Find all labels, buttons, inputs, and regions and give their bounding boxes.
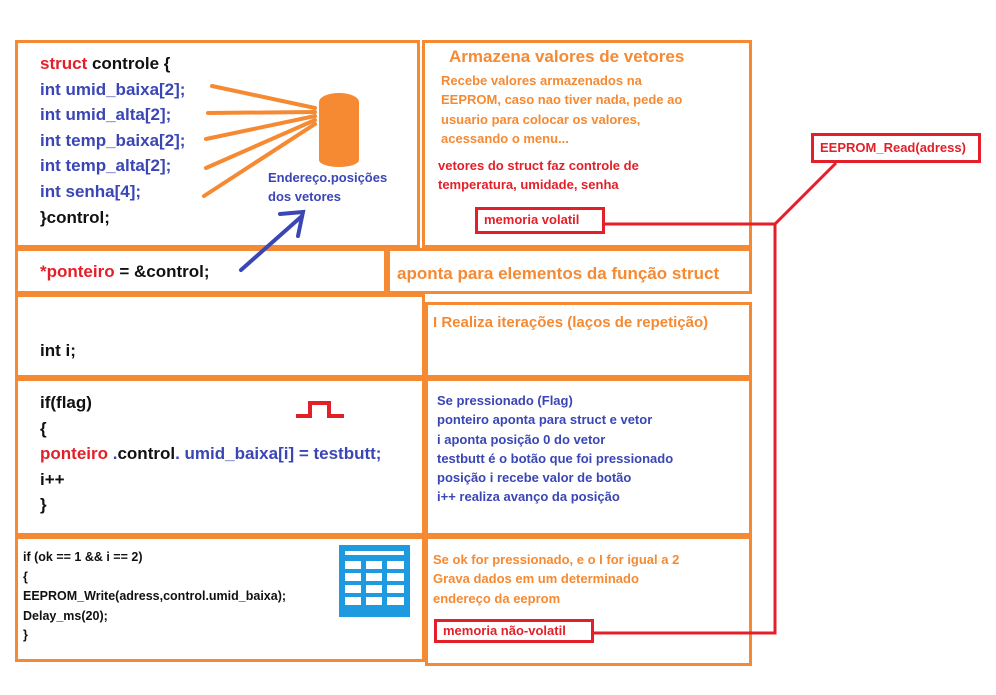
if-control: control	[117, 444, 176, 464]
ok-line: {	[23, 569, 28, 584]
ok-line: if (ok == 1 && i == 2)	[23, 550, 143, 564]
iter-note-box	[425, 302, 752, 378]
struct-line: int temp_baixa[2];	[40, 130, 186, 150]
pointer-code-box	[15, 248, 387, 294]
if-line: }	[40, 495, 47, 515]
struct-keyword: struct	[40, 54, 88, 73]
struct-to-database-lines	[202, 84, 317, 198]
struct-note-text-2: vetores do struct faz controle de temper…	[438, 156, 639, 195]
struct-line: int senha[4];	[40, 181, 142, 201]
flag-note-line: i aponta posição 0 do vetor	[437, 431, 606, 447]
if-line: {	[40, 418, 47, 438]
int-i-box	[15, 294, 425, 378]
struct-code-box	[15, 40, 420, 248]
database-label-line: dos vetores	[268, 189, 341, 205]
database-label-line: Endereço.posições	[268, 170, 388, 185]
if-code: if(flag) { ponteiro .control. umid_baixa…	[40, 390, 381, 518]
memory-connector-lines	[594, 161, 838, 635]
note-line: Recebe valores armazenados na	[441, 73, 642, 88]
struct-note-text: Recebe valores armazenados na EEPROM, ca…	[441, 71, 682, 148]
flag-note-line: i++ realiza avanço da posição	[437, 489, 620, 505]
struct-line: int umid_alta[2];	[40, 105, 172, 125]
ok-code: if (ok == 1 && i == 2) { EEPROM_Write(ad…	[23, 548, 286, 646]
eeprom-read-tag: EEPROM_Read(adress)	[811, 133, 981, 163]
struct-code: struct controle { int umid_baixa[2]; int…	[40, 51, 185, 230]
flag-note-line: Se pressionado (Flag)	[437, 393, 573, 408]
note-line: temperatura, umidade, senha	[438, 177, 619, 193]
if-line: i++	[40, 469, 65, 489]
pointer-note: aponta para elementos da função struct	[397, 264, 720, 283]
ok-notes: Se ok for pressionado, e o I for igual a…	[433, 550, 679, 608]
flag-note-box	[425, 378, 752, 536]
pointer-name: *ponteiro	[40, 262, 115, 281]
ok-note-line: Grava dados em um determinado	[433, 571, 639, 587]
struct-line: int umid_baixa[2];	[40, 79, 186, 99]
flag-note-line: testbutt é o botão que foi pressionado	[437, 450, 674, 466]
if-assign-line: ponteiro .control. umid_baixa[i] = testb…	[40, 441, 381, 467]
pulse-icon	[296, 401, 344, 418]
if-pointer: ponteiro	[40, 444, 108, 464]
if-vector: umid_baixa[i] = testbutt;	[179, 444, 382, 464]
flag-note-line: posição i recebe valor de botão	[437, 470, 632, 486]
iter-note: I Realiza iterações (laços de repetição)	[433, 314, 709, 331]
struct-close: }control;	[40, 207, 110, 227]
flag-note-line: ponteiro aponta para struct e vetor	[437, 412, 653, 428]
pointer-note-box	[387, 248, 752, 294]
database-icon	[319, 93, 359, 167]
note-line: vetores do struct faz controle de	[438, 158, 639, 173]
table-icon	[339, 545, 410, 617]
struct-note-box	[422, 40, 752, 248]
ok-line: Delay_ms(20);	[23, 608, 108, 623]
if-line: if(flag)	[40, 393, 92, 412]
flag-notes: Se pressionado (Flag) ponteiro aponta pa…	[437, 391, 673, 507]
struct-note-title: Armazena valores de vetores	[449, 47, 685, 66]
ok-note-box	[425, 536, 752, 666]
ok-code-box	[15, 536, 425, 662]
pointer-assign: = &control;	[114, 262, 210, 281]
database-label: Endereço.posições dos vetores	[268, 168, 387, 207]
pointer-code: *ponteiro = &control;	[40, 259, 210, 285]
pointer-arrow	[239, 209, 306, 272]
struct-name: controle {	[87, 54, 171, 73]
memoria-nao-volatil-tag: memoria não-volatil	[434, 619, 594, 643]
ok-note-line: Se ok for pressionado, e o I for igual a…	[433, 552, 680, 567]
note-line: EEPROM, caso nao tiver nada, pede ao	[441, 92, 683, 108]
ok-line: EEPROM_Write(adress,control.umid_baixa);	[23, 589, 287, 603]
if-code-box	[15, 378, 425, 536]
ok-note-line: endereço da eeprom	[433, 590, 561, 606]
note-line: usuario para colocar os valores,	[441, 111, 641, 127]
if-dot: .	[112, 444, 118, 464]
struct-line: int temp_alta[2];	[40, 156, 172, 176]
memoria-volatil-tag: memoria volatil	[475, 207, 605, 234]
int-i-code: int i;	[40, 341, 76, 360]
ok-line: }	[23, 628, 28, 642]
if-dot: .	[175, 444, 180, 464]
note-line: acessando o menu...	[441, 130, 569, 146]
